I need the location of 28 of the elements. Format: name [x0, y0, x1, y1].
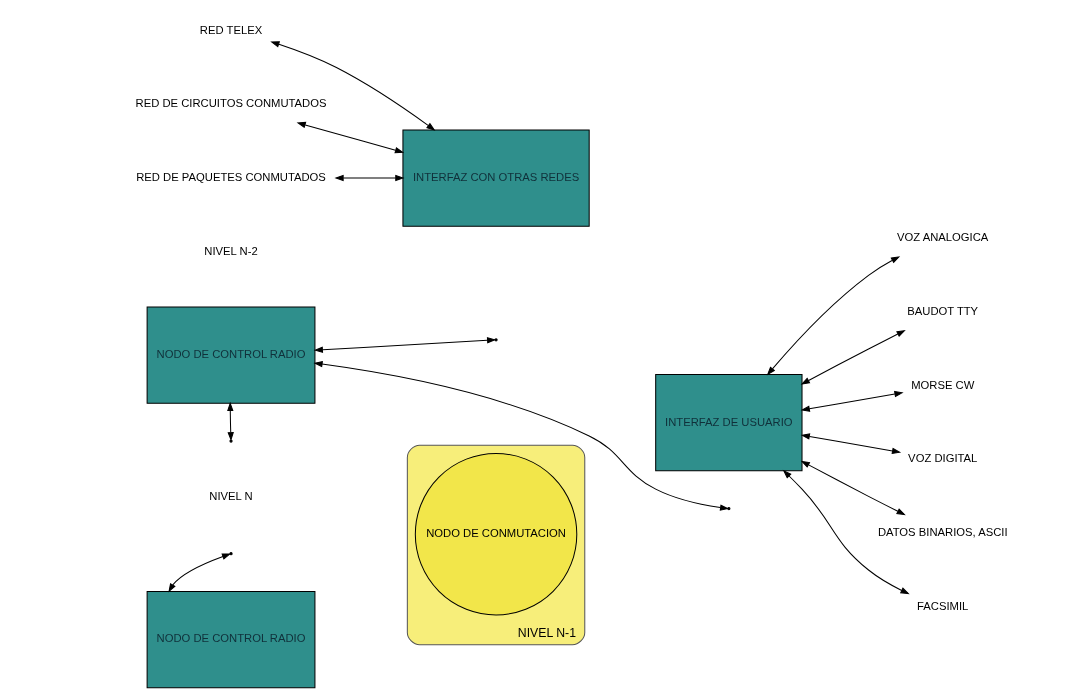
arrow: [296, 121, 404, 154]
arrow: [800, 433, 901, 455]
arrow: [312, 360, 729, 511]
arrow: [269, 41, 435, 131]
label: NIVEL N: [208, 490, 253, 503]
node-box: NODO DE CONTROL RADIO: [146, 306, 315, 404]
node-text: RED DE PAQUETES CONMUTADOS: [135, 170, 326, 183]
node-text: FACSIMIL: [916, 599, 968, 612]
label: NIVEL N-2: [203, 244, 258, 257]
node-text: VOZ ANALOGICA: [896, 231, 988, 244]
node-text: VOZ DIGITAL: [907, 452, 977, 465]
node-box: NODO DE CONTROL RADIO: [146, 591, 315, 689]
node-box: INTERFAZ DE USUARIO: [654, 374, 803, 472]
arrow: [333, 174, 404, 182]
node-box: INTERFAZ CON OTRAS REDES: [401, 129, 590, 227]
node-text: MORSE CW: [910, 378, 974, 391]
arrow: [800, 460, 906, 516]
node-circle: NODO DE CONMUTACION: [414, 452, 577, 616]
arrow: [226, 401, 234, 442]
node-text: DATOS BINARIOS, ASCII: [877, 526, 1008, 539]
arrow: [800, 390, 904, 412]
arrow: [782, 469, 910, 595]
arrow: [800, 330, 906, 385]
node-text: BAUDOT TTY: [906, 305, 978, 317]
arrow: [766, 256, 900, 376]
node-text: RED DE CIRCUITOS CONMUTADOS: [135, 97, 326, 110]
node-text: RED TELEX: [199, 23, 262, 36]
arrow: [313, 337, 496, 354]
